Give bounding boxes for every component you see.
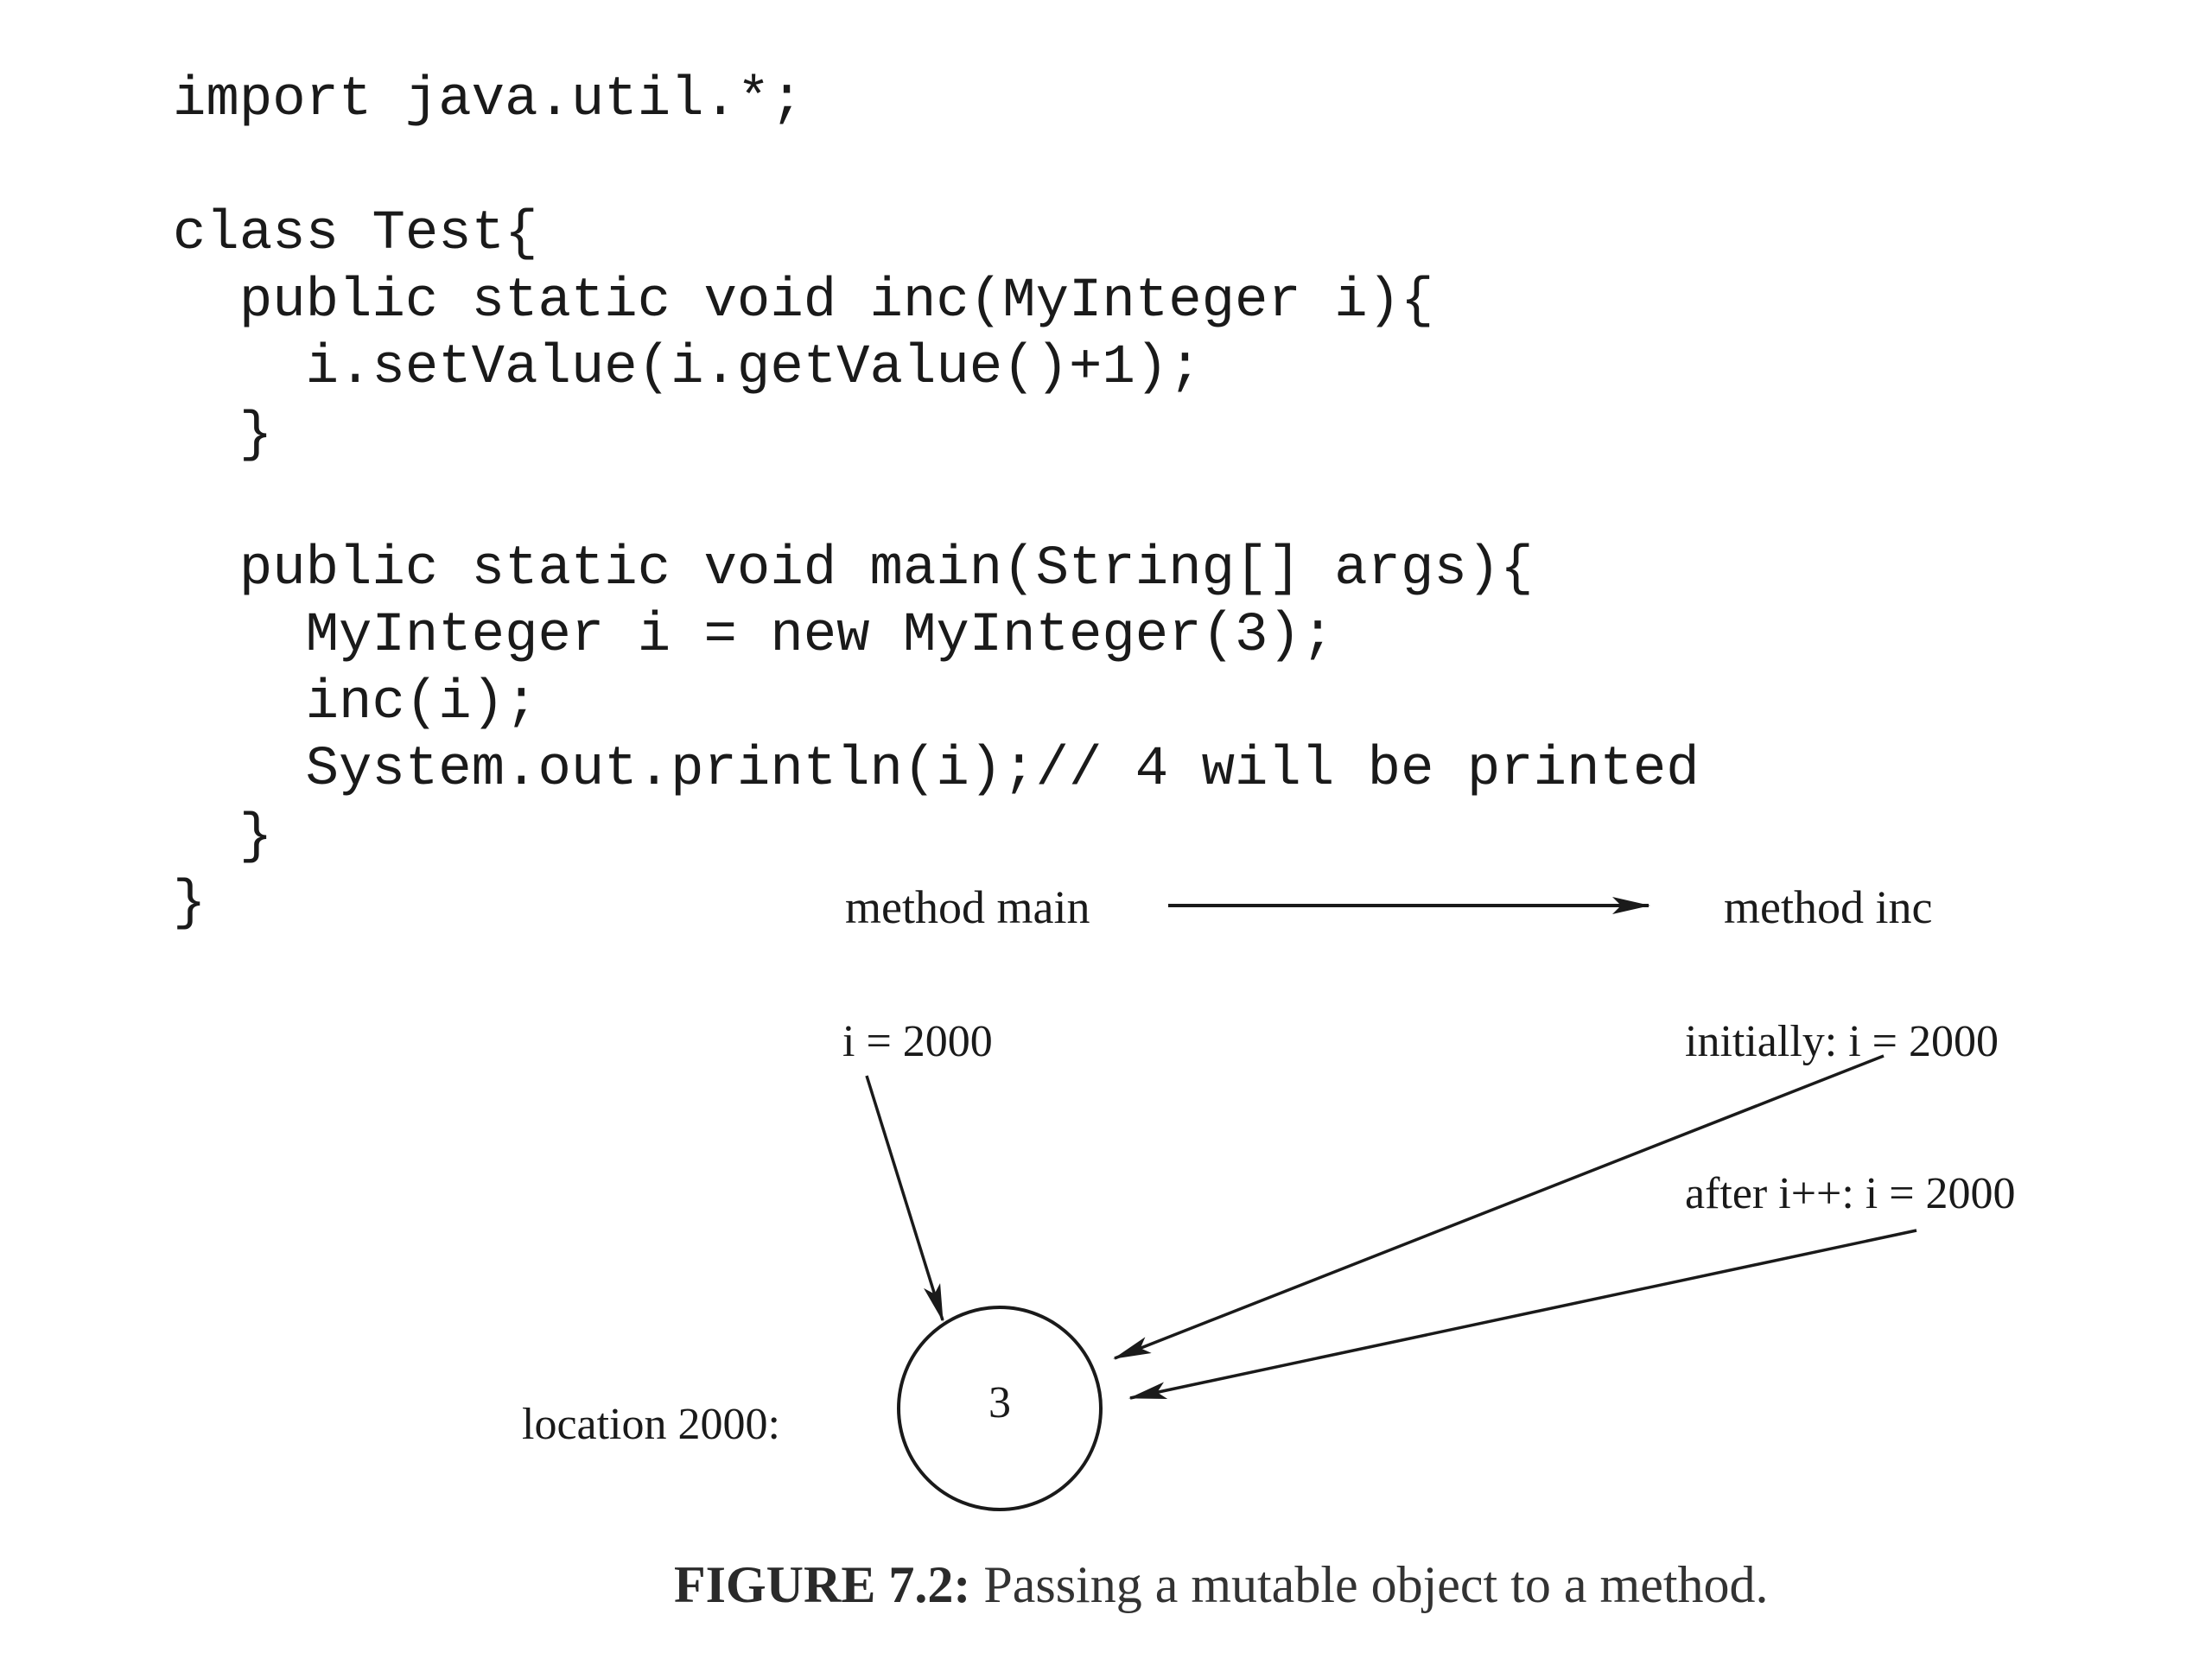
inc-initial-reference-arrow <box>1113 1054 1885 1360</box>
main-reference-label: i = 2000 <box>842 1017 993 1066</box>
method-main-label: method main <box>845 881 1090 933</box>
location-label: location 2000: <box>522 1400 780 1449</box>
code-line: public static void main(String[] args){ <box>173 537 1534 601</box>
inc-initial-reference-label: initially: i = 2000 <box>1685 1017 1999 1066</box>
figure-caption: FIGURE 7.2: Passing a mutable object to … <box>674 1555 1769 1615</box>
code-line: MyInteger i = new MyInteger(3); <box>173 605 1335 667</box>
code-line: public static void inc(MyInteger i){ <box>173 270 1434 333</box>
object-circle <box>897 1306 1103 1511</box>
code-line: System.out.println(i);// 4 will be print… <box>173 739 1700 801</box>
code-line: class Test{ <box>173 203 538 265</box>
code-listing: import java.util.*; class Test{ public st… <box>173 67 1700 938</box>
code-line: inc(i); <box>173 671 538 734</box>
code-line: import java.util.*; <box>173 69 804 131</box>
method-inc-label: method inc <box>1724 881 1932 933</box>
code-line: } <box>173 873 207 935</box>
code-line: } <box>173 404 273 467</box>
object-value: 3 <box>988 1378 1011 1427</box>
figure-number: FIGURE 7.2: <box>674 1556 971 1613</box>
inc-after-reference-arrow <box>1128 1229 1917 1400</box>
code-line: i.setValue(i.getValue()+1); <box>173 337 1202 399</box>
main-reference-arrow <box>865 1075 944 1322</box>
figure-caption-text: Passing a mutable object to a method. <box>970 1556 1769 1613</box>
inc-after-reference-label: after i++: i = 2000 <box>1685 1169 2016 1218</box>
code-line: } <box>173 805 273 868</box>
